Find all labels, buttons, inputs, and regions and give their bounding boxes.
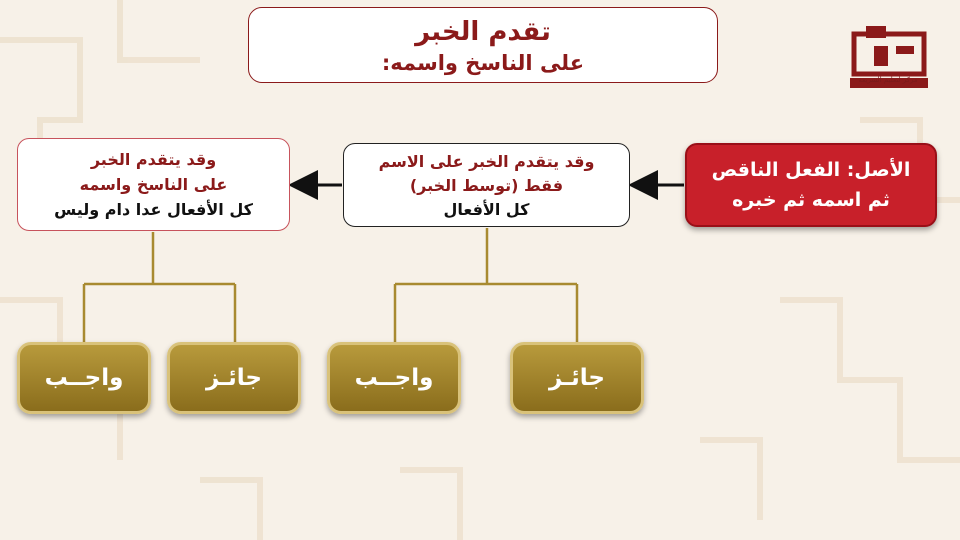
middle-line1: وقد يتقدم الخبر على الاسم bbox=[378, 152, 595, 171]
origin-box: الأصل: الفعل الناقص ثم اسمه ثم خبره bbox=[685, 143, 937, 227]
middle-box: وقد يتقدم الخبر على الاسم فقط (توسط الخب… bbox=[343, 143, 630, 227]
middle-line3: كل الأفعال bbox=[443, 200, 530, 219]
left-line3: كل الأفعال عدا دام وليس bbox=[54, 200, 253, 219]
left-wajib-box: واجــب bbox=[17, 342, 151, 414]
logo-tagline: مركز لتعليم الشريعة bbox=[858, 76, 918, 84]
branch-left bbox=[82, 232, 237, 343]
middle-line2: فقط (توسط الخبر) bbox=[409, 176, 564, 195]
title-box: تقدم الخبر على الناسخ واسمه: bbox=[248, 7, 718, 83]
left-line2: على الناسخ واسمه bbox=[79, 175, 228, 194]
left-jaiz-box: جائـز bbox=[167, 342, 301, 414]
branch-middle bbox=[393, 228, 579, 343]
page-subtitle: على الناسخ واسمه: bbox=[381, 51, 585, 75]
origin-line2: ثم اسمه ثم خبره bbox=[732, 189, 890, 211]
logo-mark-icon bbox=[850, 26, 928, 88]
middle-wajib-box: واجــب bbox=[327, 342, 461, 414]
left-box: وقد يتقدم الخبر على الناسخ واسمه كل الأف… bbox=[17, 138, 290, 231]
left-line1: وقد يتقدم الخبر bbox=[90, 150, 217, 169]
origin-line1: الأصل: الفعل الناقص bbox=[711, 159, 911, 181]
middle-jaiz-box: جائـز bbox=[510, 342, 644, 414]
page-title: تقدم الخبر bbox=[415, 17, 551, 47]
